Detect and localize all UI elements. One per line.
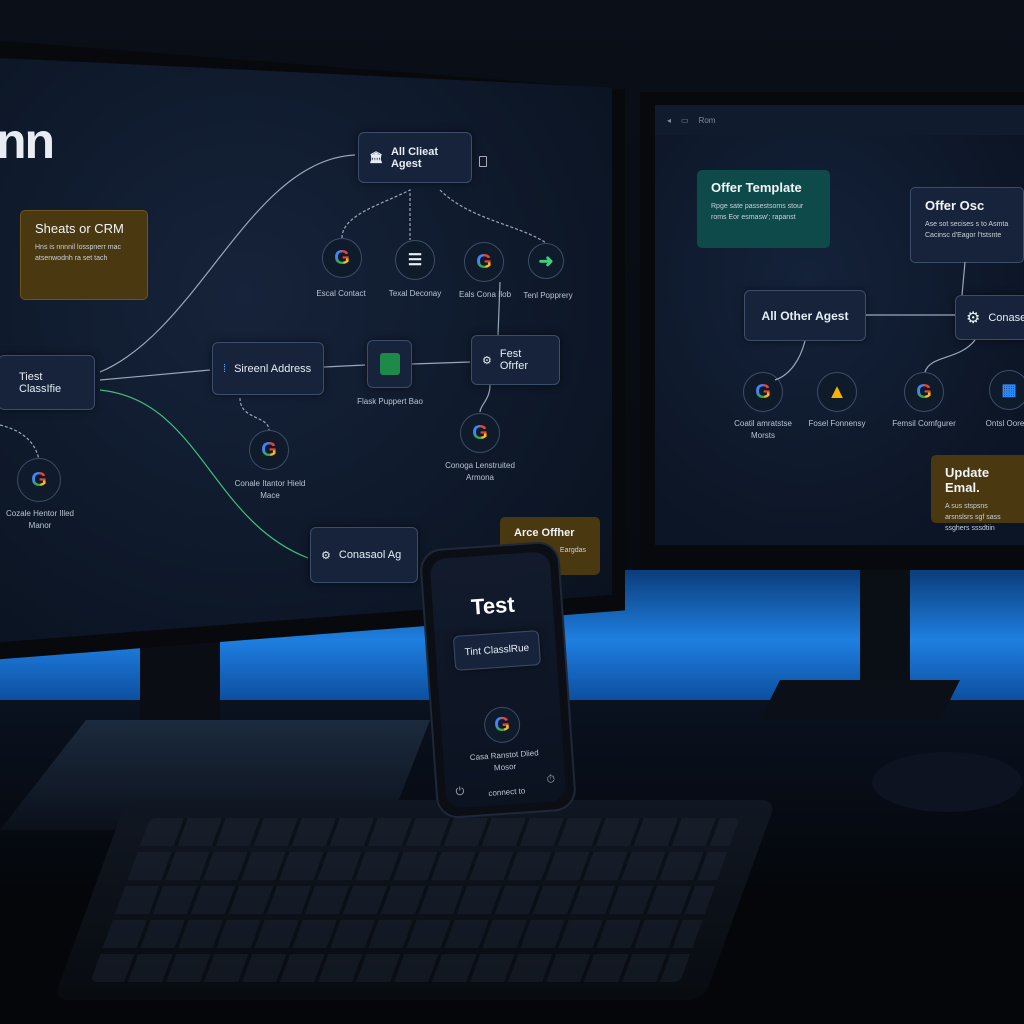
gear-icon: ⚙ — [482, 354, 492, 367]
circle-label: Texal Deconay — [388, 289, 442, 298]
circle-label: Eals Cona Ilob — [458, 290, 512, 299]
arrow-right-icon[interactable]: ➜ — [528, 243, 564, 279]
power-icon[interactable]: ⏻ — [455, 785, 465, 799]
phone-screen: Test Tint ClasslRue G Casa Ranstot Dlied… — [429, 551, 567, 809]
node-label: Conase — [988, 311, 1024, 324]
node-label: All Other Agest — [761, 308, 849, 323]
edge — [774, 261, 976, 381]
circle-label: Ontsl Oore — [985, 419, 1024, 428]
google-icon[interactable]: G — [322, 238, 362, 278]
circle-label: Conoga Lenstruited Armona — [445, 461, 515, 482]
card-title: Sheats or CRM — [35, 221, 124, 236]
circle-label: Cozale Hentor Illed Manor — [5, 509, 75, 530]
topbar-text: Rom — [698, 115, 716, 125]
card-title: Offer Template — [711, 180, 802, 195]
card-body: A sus stspsns arsnslsrs sgf sass ssghers… — [945, 503, 1001, 532]
google-icon[interactable]: G — [17, 458, 61, 502]
phone: Test Tint ClasslRue G Casa Ranstot Dlied… — [418, 540, 578, 820]
card-title: Offer Osc — [925, 198, 985, 213]
phone-node[interactable]: Tint ClasslRue — [452, 630, 542, 671]
offer-osc-card[interactable]: Offer Osc Ase sot secises s to Asmta Cac… — [910, 187, 1024, 263]
circle-label: Fosel Fonnensy — [808, 419, 866, 428]
circle-label: Tenl Popprery — [523, 291, 573, 300]
card-body: Eargdas — [559, 547, 586, 554]
offer-template-card[interactable]: Offer Template Rpge sate passestsoms sto… — [697, 170, 830, 248]
edge — [99, 369, 211, 381]
dots-icon: ⁞ — [223, 362, 227, 375]
sheets-icon — [379, 353, 400, 375]
google-icon[interactable]: G — [904, 372, 944, 412]
back-icon[interactable]: ◂ — [667, 115, 672, 125]
circle-label: Femsil Comfgurer — [892, 419, 956, 428]
edge — [323, 364, 366, 368]
google-icon[interactable]: G — [743, 372, 783, 412]
edge — [0, 424, 40, 461]
right-topbar: ◂ ▭ Rom — [655, 105, 1024, 135]
circle-label: Coatil amratstse Morsts — [734, 419, 792, 440]
keyboard — [53, 800, 777, 1000]
sheets-node[interactable] — [367, 340, 412, 388]
node-label: Tint ClasslRue — [464, 642, 530, 659]
edge-green — [99, 389, 309, 559]
circle-label: Conale Itantor Hield Mace — [234, 479, 306, 500]
drive-icon[interactable]: ▲ — [817, 372, 857, 412]
phone-title: Test — [470, 591, 516, 620]
all-cloud-agent-node[interactable]: 🏛 All Clieat Agest — [358, 132, 472, 183]
app-title: nn — [0, 113, 55, 169]
consasol-agent-node[interactable]: ⚙ Conasaol Ag — [310, 527, 418, 583]
google-icon[interactable]: G — [482, 705, 522, 745]
right-monitor-base — [760, 680, 960, 720]
card-body: Rpge sate passestsoms stour roms Eor esm… — [711, 203, 804, 221]
window-icon[interactable]: ▭ — [681, 115, 689, 125]
node-label: Conasaol Ag — [338, 549, 402, 561]
phone-g-label: Casa Ranstot Dlied Mosor — [469, 748, 539, 773]
test-classifie-node[interactable]: Tiest ClassIfie — [0, 355, 95, 410]
card-title: Arce Offher — [514, 527, 575, 539]
fest-offer-node[interactable]: ⚙ Fest Ofrfer — [471, 335, 560, 385]
google-icon[interactable]: G — [460, 413, 500, 453]
node-label: All Clieat Agest — [390, 145, 439, 170]
phone-bottom-text[interactable]: connect to — [488, 786, 526, 798]
gear-icon: ⚙ — [966, 309, 981, 327]
circle-label: Escal Contact — [316, 289, 366, 298]
gear-icon: ⚙ — [321, 549, 331, 562]
edge — [341, 189, 547, 244]
edge — [411, 361, 471, 365]
card-body: Hns is nnnnil losspnerr mac atsenwodnh r… — [35, 244, 121, 262]
grid-icon[interactable]: ▦ — [989, 370, 1024, 410]
card-title: Update Emal. — [945, 465, 990, 495]
edge — [479, 281, 501, 413]
google-icon[interactable]: G — [249, 430, 289, 470]
mouse — [872, 752, 1022, 812]
edge — [99, 154, 356, 373]
device-icon[interactable] — [479, 156, 487, 167]
document-icon[interactable]: ☰ — [395, 240, 435, 280]
node-label: Sireenl Address — [234, 362, 312, 375]
building-icon: 🏛 — [369, 152, 383, 164]
card-body: Ase sot secises s to Asmta Cacinsc d'Eag… — [925, 221, 1009, 239]
edge — [239, 397, 270, 431]
update-email-card[interactable]: Update Emal. A sus stspsns arsnslsrs sgf… — [931, 455, 1024, 532]
all-other-agent-node[interactable]: All Other Agest — [744, 290, 866, 341]
node-label: Tiest ClassIfie — [19, 370, 62, 395]
sheets-crm-card[interactable]: Sheats or CRM Hns is nnnnil losspnerr ma… — [20, 210, 148, 300]
siren-address-node[interactable]: ⁞ Sireenl Address — [212, 342, 324, 395]
consae-node[interactable]: ⚙ Conase — [955, 295, 1024, 340]
google-icon[interactable]: G — [464, 242, 504, 282]
node-label: Fest Ofrfer — [499, 348, 528, 372]
timer-icon[interactable]: ⏱ — [546, 773, 556, 786]
sheets-node-label: Flask Puppert Bao — [357, 397, 423, 406]
